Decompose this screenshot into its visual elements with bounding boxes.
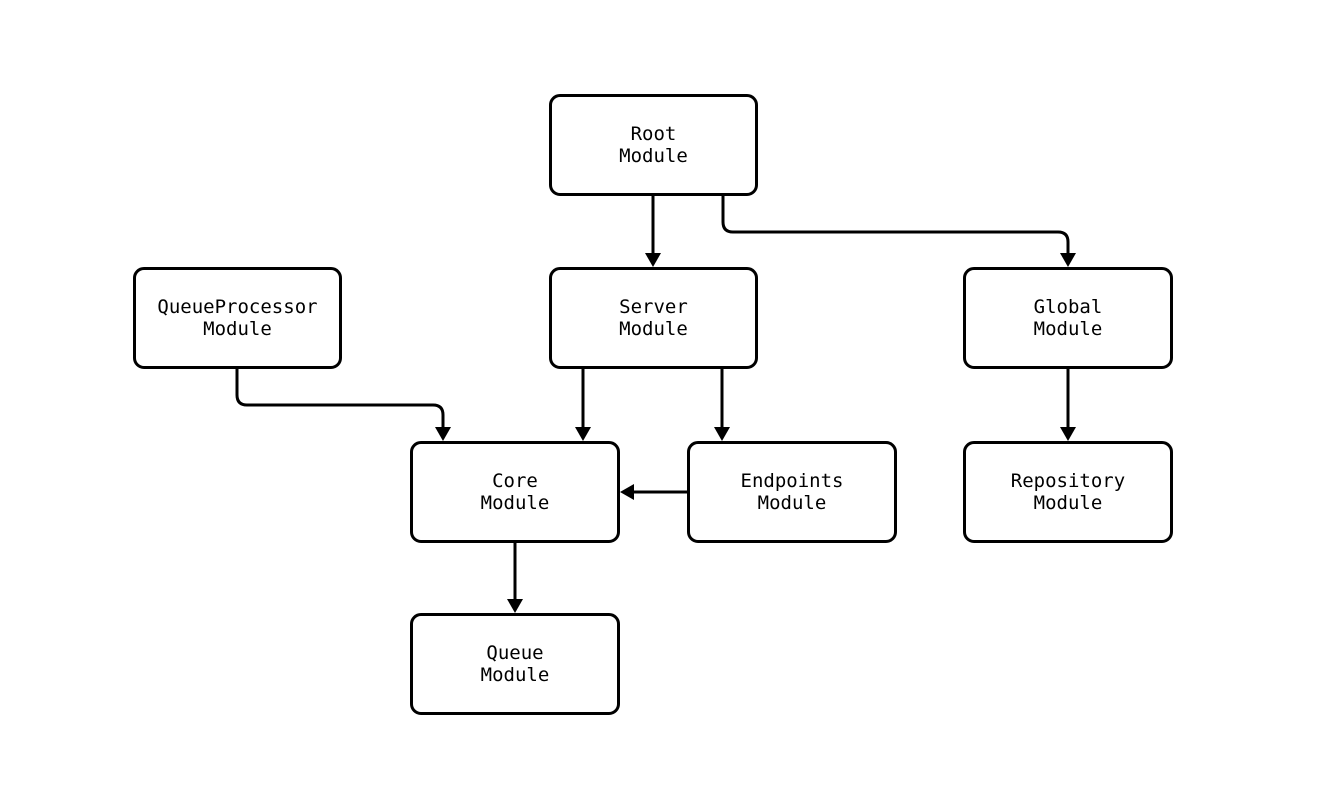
arrowhead-root-to-server [645, 253, 661, 267]
node-core-label: Core Module [480, 470, 550, 514]
edge-root-to-global [721, 196, 1070, 260]
node-root-label: Root Module [619, 123, 688, 167]
node-repository-label: Repository Module [1010, 470, 1126, 514]
arrowhead-server-to-endpoints [714, 427, 730, 441]
node-repository[interactable]: Repository Module [963, 441, 1173, 543]
node-queueprocessor[interactable]: QueueProcessor Module [133, 267, 342, 369]
arrowhead-core-to-queue [507, 599, 523, 613]
arrowhead-global-to-repository [1060, 427, 1076, 441]
node-endpoints[interactable]: Endpoints Module [687, 441, 897, 543]
node-queue[interactable]: Queue Module [410, 613, 620, 715]
arrowhead-root-to-global [1060, 253, 1076, 267]
node-queue-label: Queue Module [480, 642, 550, 686]
edge-queueprocessor-to-core [235, 369, 445, 434]
node-server-label: Server Module [619, 296, 688, 340]
arrowhead-endpoints-to-core [620, 484, 634, 500]
node-core[interactable]: Core Module [410, 441, 620, 543]
node-queueprocessor-label: QueueProcessor Module [157, 296, 318, 340]
node-server[interactable]: Server Module [549, 267, 758, 369]
node-global-label: Global Module [1033, 296, 1103, 340]
node-global[interactable]: Global Module [963, 267, 1173, 369]
node-root[interactable]: Root Module [549, 94, 758, 196]
arrowhead-queueprocessor-to-core [435, 427, 451, 441]
arrowhead-server-to-core [575, 427, 591, 441]
node-endpoints-label: Endpoints Module [740, 470, 844, 514]
